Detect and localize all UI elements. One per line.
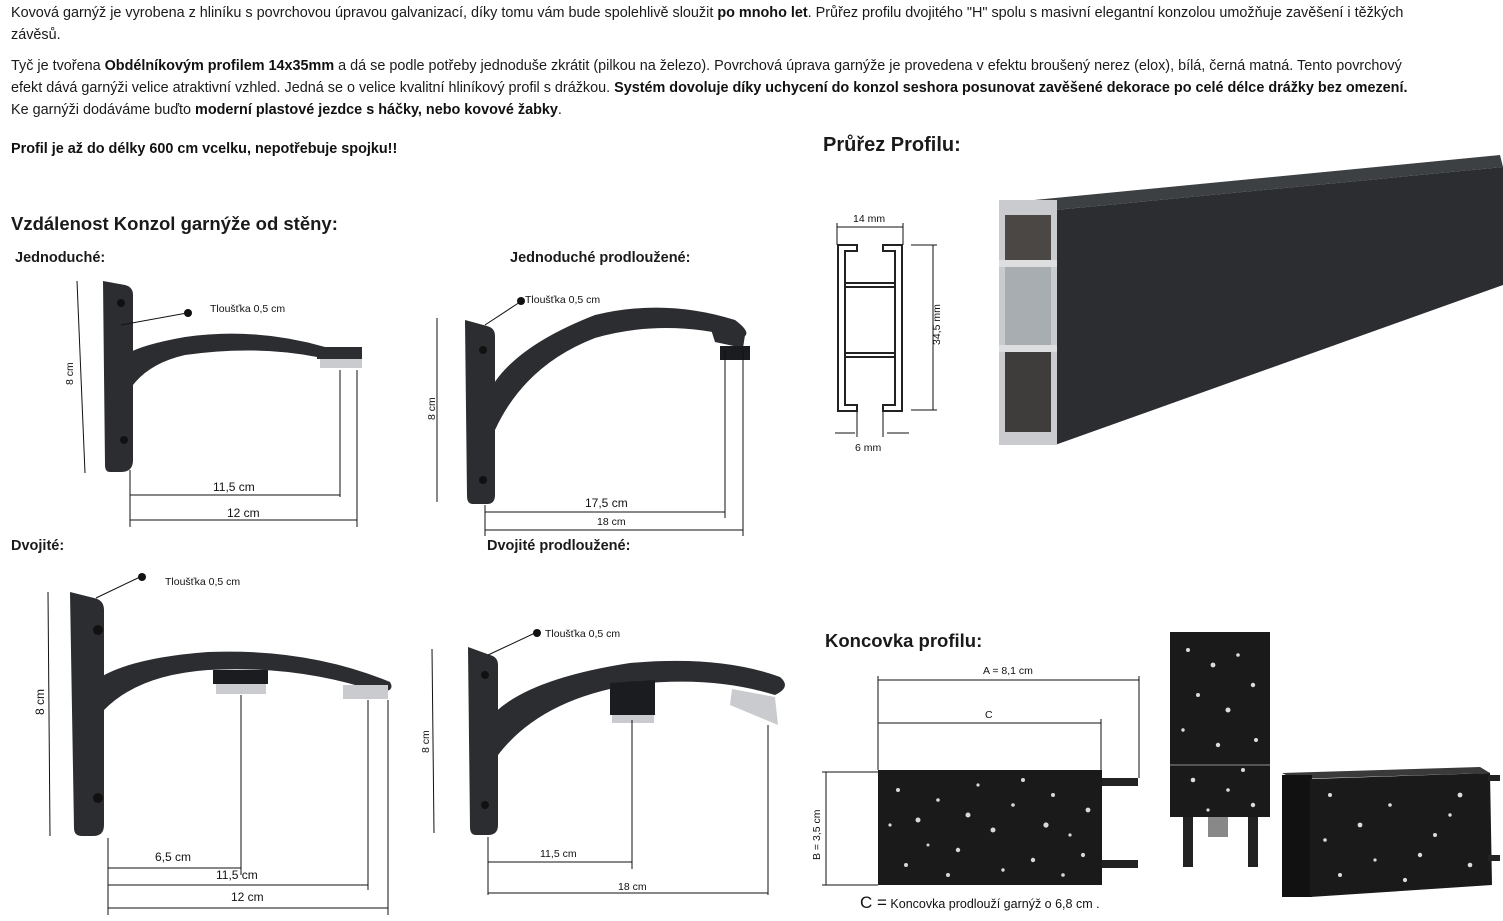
width-label: 14 mm: [853, 213, 885, 225]
intro-paragraph-2: Tyč je tvořena Obdélníkovým profilem 14x…: [11, 58, 1408, 118]
heading-single: Jednoduché:: [15, 250, 106, 266]
endcap-caption: C = Koncovka prodlouží garnýž o 6,8 cm .: [860, 893, 1100, 912]
depth-label-12: 12 cm: [227, 506, 260, 520]
thickness-label: Tloušťka 0,5 cm: [545, 628, 620, 640]
thickness-label: Tloušťka 0,5 cm: [165, 576, 240, 588]
gap-label: 6 mm: [855, 442, 882, 454]
thickness-label: Tloušťka 0,5 cm: [525, 294, 600, 306]
length-label-c: C: [985, 709, 993, 721]
heading-endcap: Koncovka profilu:: [825, 630, 983, 651]
depth-label-115: 11,5 cm: [540, 848, 577, 860]
depth-label-65: 6,5 cm: [155, 850, 191, 864]
height-label: 34,5 mm: [931, 304, 943, 345]
bracket-single-ext-diagram: Tloušťka 0,5 cm 8 cm 17,5 cm 18 cm: [425, 290, 755, 540]
heading-single-ext: Jednoduché prodloužené:: [510, 250, 691, 266]
heading-double-ext: Dvojité prodloužené:: [487, 538, 631, 554]
height-label: 8 cm: [426, 397, 438, 420]
profile-3d-image: [995, 155, 1503, 450]
depth-label-18: 18 cm: [597, 516, 626, 528]
length-label-a: A = 8,1 cm: [983, 665, 1033, 677]
depth-label-115: 11,5 cm: [216, 868, 258, 882]
endcap-dimension-diagram: A = 8,1 cm C B = 3,5 cm: [808, 660, 1148, 895]
height-label: 8 cm: [420, 730, 432, 753]
bracket-single-diagram: Tloušťka 0,5 cm 8 cm 11,5 cm 12 cm: [55, 275, 385, 535]
depth-label-18: 18 cm: [618, 881, 647, 893]
height-label: 8 cm: [64, 362, 76, 385]
endcap-photo-angled: [1270, 765, 1503, 900]
heading-profile: Průřez Profilu:: [823, 134, 961, 156]
height-label-b: B = 3,5 cm: [811, 809, 823, 860]
depth-label-175: 17,5 cm: [585, 496, 628, 510]
endcap-photo-front: [1168, 630, 1273, 870]
heading-distance: Vzdálenost Konzol garnýže od stěny:: [11, 213, 338, 234]
heading-double: Dvojité:: [11, 538, 65, 554]
height-label: 8 cm: [33, 689, 47, 715]
intro-paragraph-1: Kovová garnýž je vyrobena z hliníku s po…: [11, 5, 1404, 43]
intro-paragraph-3: Profil je až do délky 600 cm vcelku, nep…: [11, 141, 398, 157]
bracket-double-ext-diagram: Tloušťka 0,5 cm 8 cm 11,5 cm 18 cm: [420, 625, 790, 895]
bracket-double-diagram: Tloušťka 0,5 cm 8 cm 6,5 cm 11,5 cm 12 c…: [33, 570, 403, 920]
depth-label-12: 12 cm: [231, 890, 264, 904]
depth-label-115: 11,5 cm: [213, 480, 255, 494]
thickness-label: Tloušťka 0,5 cm: [210, 303, 285, 315]
profile-cross-section-diagram: 14 mm 34,5 mm 6 mm: [825, 205, 950, 455]
